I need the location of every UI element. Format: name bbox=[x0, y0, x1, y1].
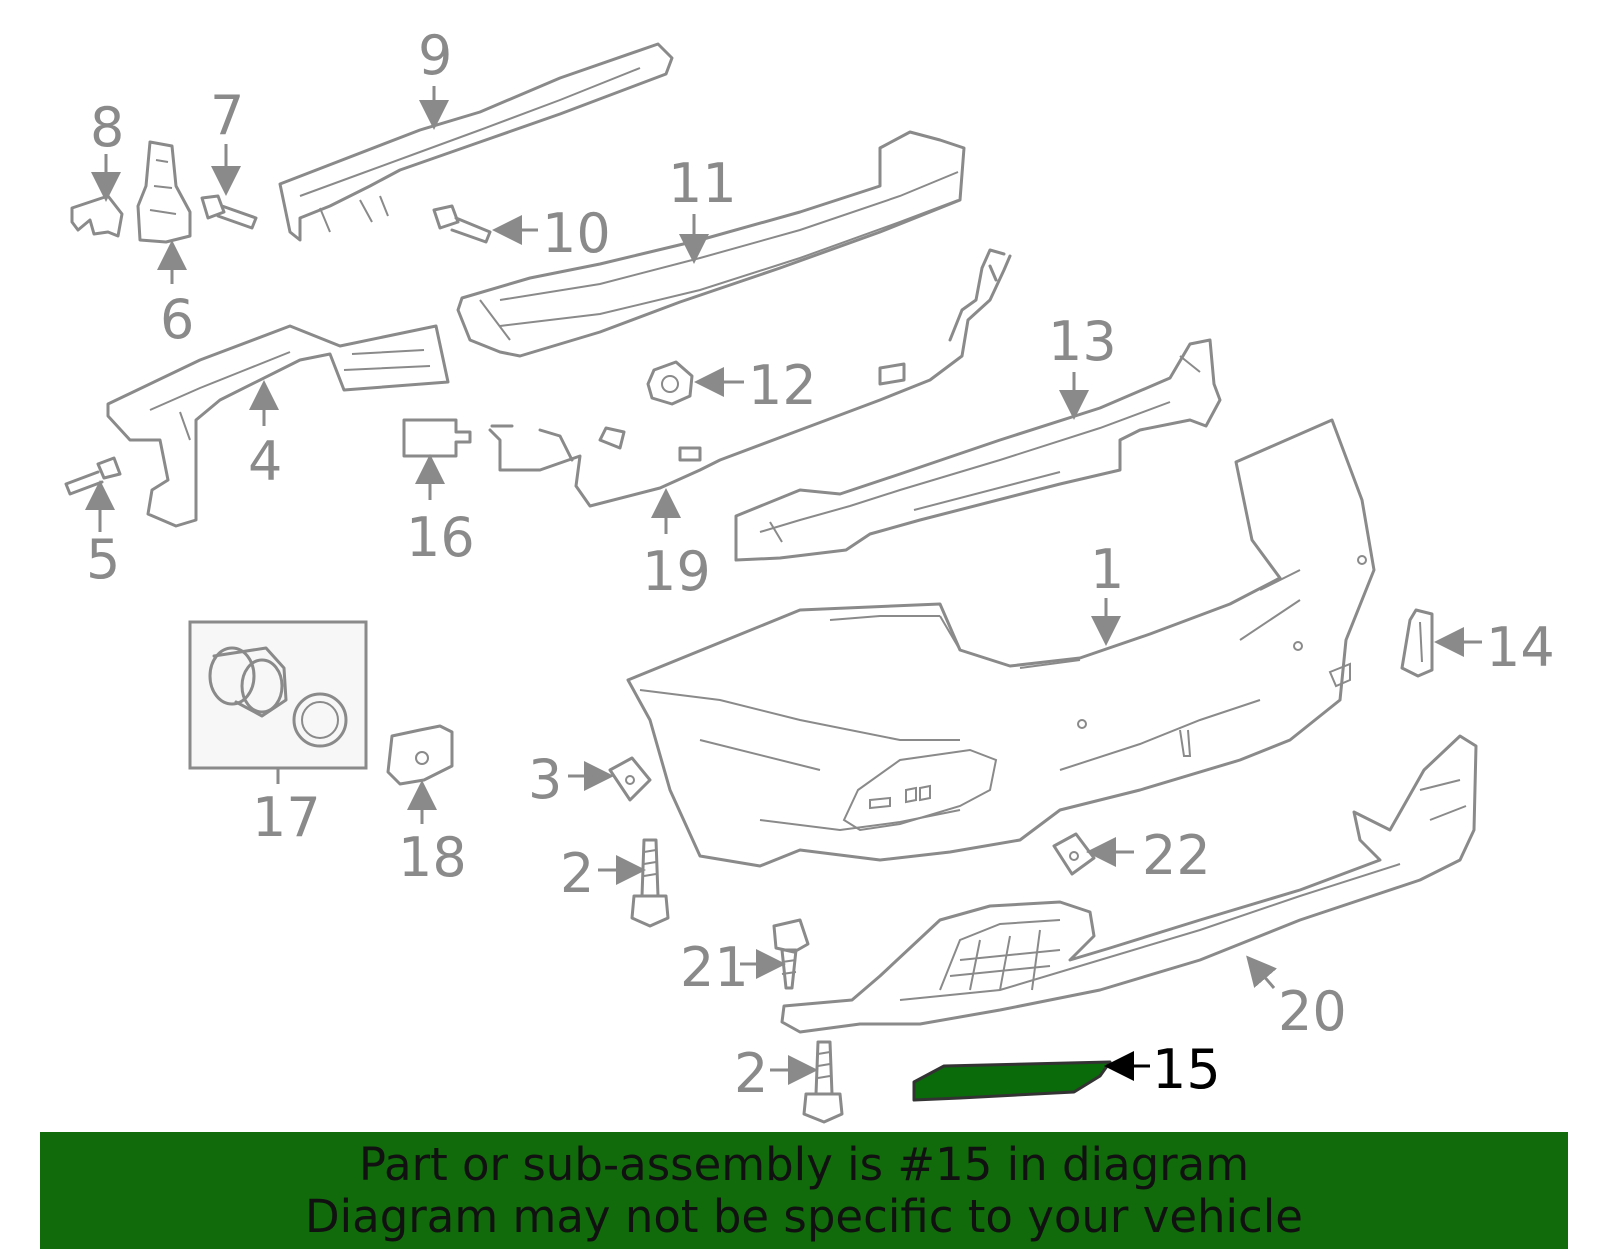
part-1-bumper-cover bbox=[626, 418, 1376, 868]
callout-11: 11 bbox=[668, 152, 737, 215]
part-21-bolt bbox=[772, 918, 810, 990]
callout-20: 20 bbox=[1278, 980, 1347, 1043]
part-16-module bbox=[402, 418, 472, 458]
callout-5: 5 bbox=[86, 528, 120, 591]
part-2-bolt-upper bbox=[630, 838, 670, 928]
part-6-bracket bbox=[136, 140, 192, 244]
callout-15: 15 bbox=[1152, 1038, 1221, 1101]
callout-18: 18 bbox=[398, 826, 467, 889]
callout-1: 1 bbox=[1090, 538, 1124, 601]
callout-2-upper: 2 bbox=[560, 842, 594, 905]
part-4-bracket bbox=[106, 324, 450, 528]
part-3-clip bbox=[608, 756, 652, 802]
part-15-highlighted-trim bbox=[912, 1060, 1112, 1102]
callout-2-lower: 2 bbox=[734, 1042, 768, 1105]
callout-4: 4 bbox=[248, 430, 282, 493]
part-17-sensor-kit bbox=[188, 620, 368, 770]
part-13-energy-absorber bbox=[734, 338, 1222, 562]
part-5-bolt bbox=[64, 456, 122, 496]
callout-3: 3 bbox=[528, 748, 562, 811]
part-9-reinforcement bbox=[278, 42, 674, 242]
callout-10: 10 bbox=[542, 202, 611, 265]
callout-9: 9 bbox=[418, 24, 452, 87]
part-11-impact-bar bbox=[456, 130, 966, 358]
part-8-clip bbox=[70, 194, 124, 238]
callout-8: 8 bbox=[90, 96, 124, 159]
callout-13: 13 bbox=[1048, 310, 1117, 373]
banner-line-1: Part or sub-assembly is #15 in diagram bbox=[358, 1137, 1250, 1191]
callout-21: 21 bbox=[680, 936, 749, 999]
callout-7: 7 bbox=[210, 84, 244, 147]
banner-line-2: Diagram may not be specific to your vehi… bbox=[305, 1189, 1303, 1243]
callout-12: 12 bbox=[748, 354, 817, 417]
part-14-reflector bbox=[1400, 608, 1434, 678]
part-19-harness bbox=[488, 248, 1012, 508]
part-7-bolt bbox=[200, 194, 258, 230]
callout-14: 14 bbox=[1486, 616, 1555, 679]
part-2-bolt-lower bbox=[802, 1040, 844, 1124]
callout-17: 17 bbox=[252, 786, 321, 849]
part-22-clip bbox=[1052, 832, 1096, 876]
part-20-lower-valance bbox=[780, 734, 1478, 1034]
callout-19: 19 bbox=[642, 540, 711, 603]
part-12-nut bbox=[646, 360, 694, 406]
callout-6: 6 bbox=[160, 288, 194, 351]
callout-16: 16 bbox=[406, 506, 475, 569]
callout-22: 22 bbox=[1142, 824, 1211, 887]
part-18-bracket bbox=[386, 724, 454, 786]
info-banner: Part or sub-assembly is #15 in diagram D… bbox=[40, 1132, 1568, 1249]
part-10-bolt bbox=[432, 204, 492, 244]
